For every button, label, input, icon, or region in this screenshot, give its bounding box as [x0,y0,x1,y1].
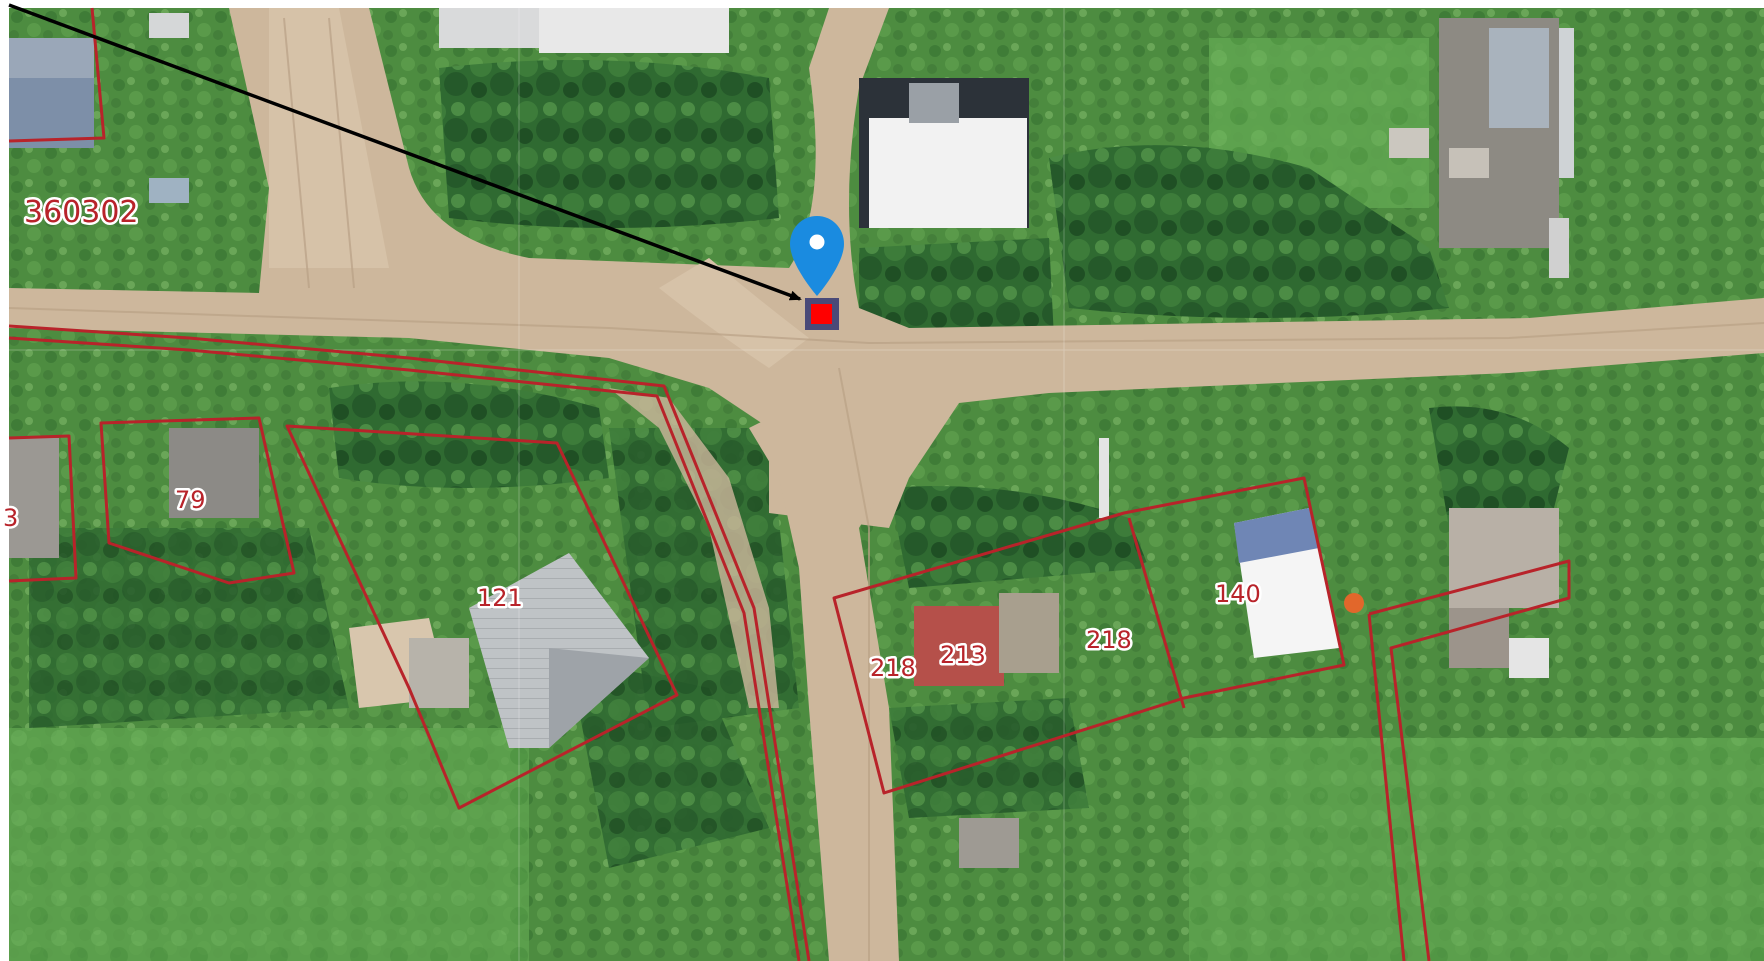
parcel-boundary [8,336,801,961]
parcel-label-218-left: 218 [870,654,916,682]
building-roof [169,428,259,518]
parcel-label-218-right: 218 [1086,626,1132,654]
lawn-area [9,728,529,961]
parcel-boundary [1127,517,1186,709]
red-square-marker[interactable] [805,298,839,330]
parcel-boundary [8,324,811,961]
building-roof [9,438,59,558]
parcel-label-213: 213 [940,641,986,669]
parcel-boundary [8,434,78,583]
cadastral-block-label: 360302 [24,195,139,230]
tree-cluster [329,381,609,488]
building-roof [869,118,1027,228]
parcel-boundary [832,476,1346,795]
tree-cluster [439,60,779,228]
road-tracks [8,17,1764,961]
tree-cluster [29,528,349,728]
tree-cluster [859,238,1054,343]
map-pin-icon[interactable] [790,216,844,296]
parcel-boundary [285,424,679,810]
parcel-boundary [1368,559,1571,961]
parcel-label-3: 3 [3,504,18,532]
parcel-boundary [99,416,296,585]
parcel-boundary [1367,613,1406,961]
building-roof-213 [914,606,1004,686]
tree-cluster [1429,406,1569,528]
satellite-map[interactable]: 360302 3 79 121 213 218 218 140 [1,3,1764,961]
lawn-area [1189,738,1764,961]
parcel-boundary [8,7,106,143]
tree-cluster [889,698,1089,818]
tile-grid [9,8,1764,961]
parcel-labels: 360302 3 79 121 213 218 218 140 [1,193,1264,685]
parcel-label-79: 79 [175,486,206,514]
buildings [9,8,1574,868]
tree-cluster [569,658,769,868]
parcel-boundaries [8,7,1571,961]
parcel-label-121: 121 [477,584,523,612]
tree-cluster [1049,145,1449,318]
annotation-arrow [8,3,802,301]
parcel-label-140: 140 [1215,580,1261,608]
